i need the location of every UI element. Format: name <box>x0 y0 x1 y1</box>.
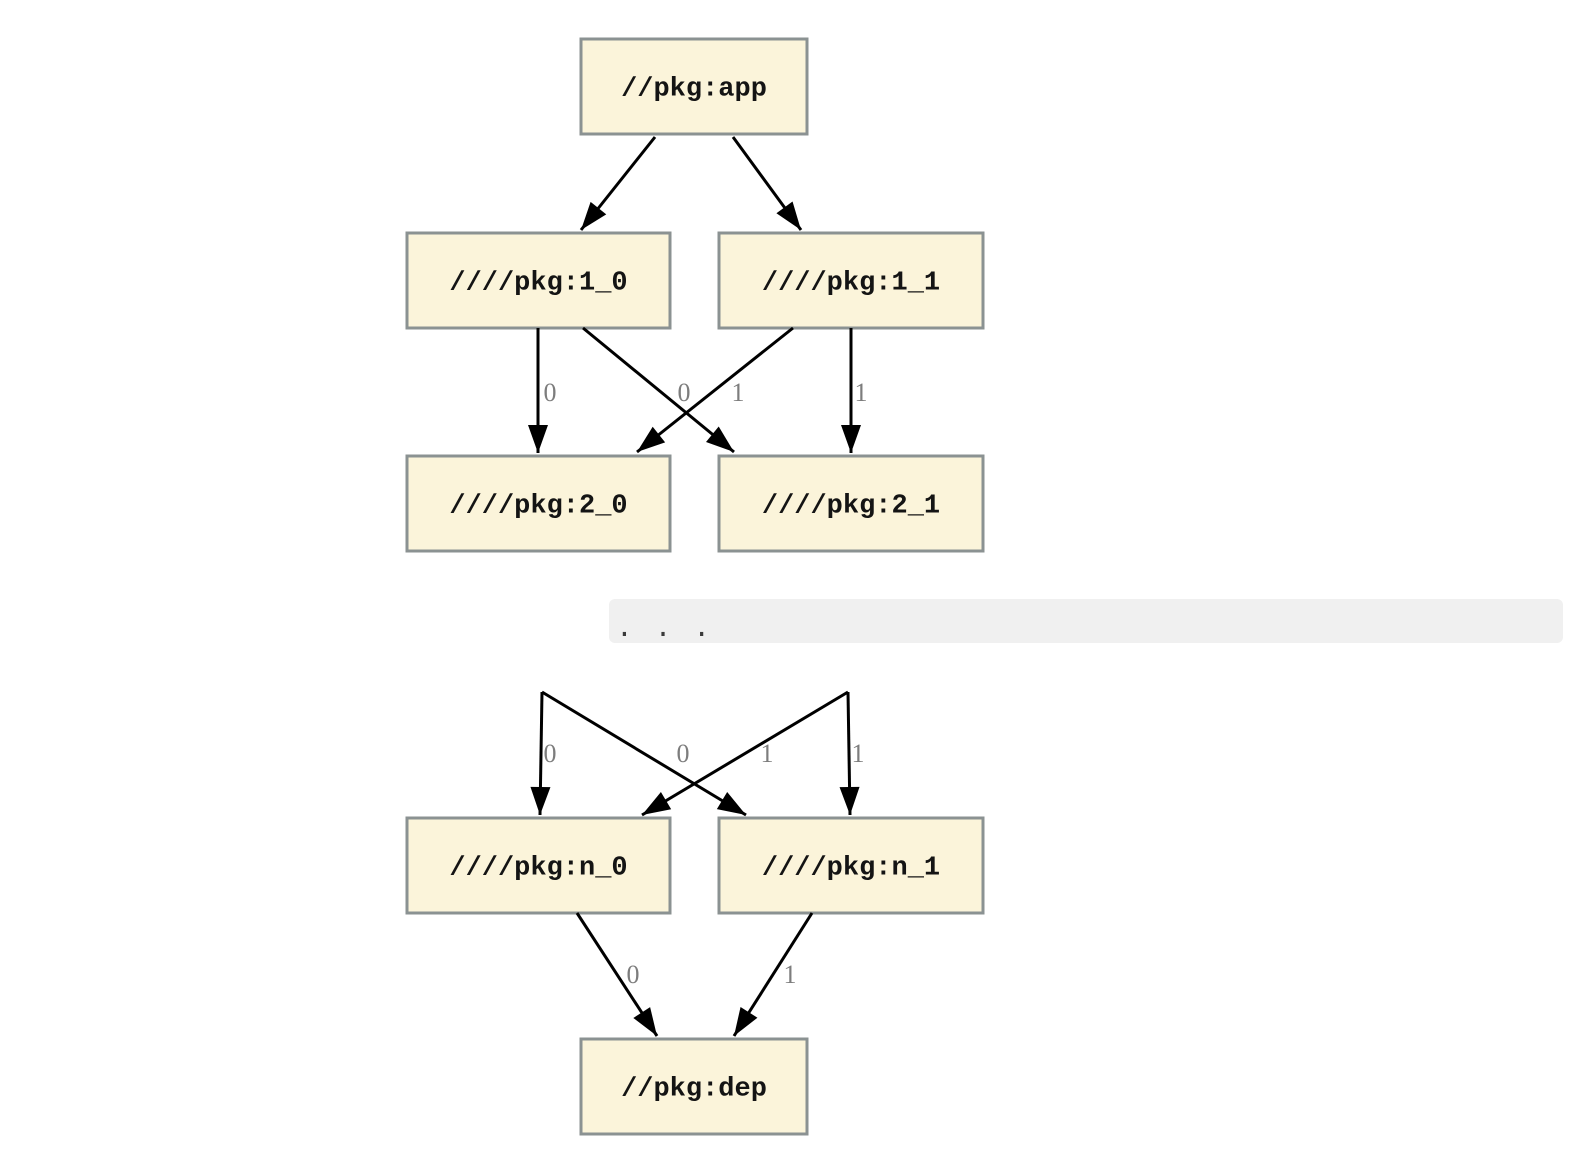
edge-label-l1-1-to-l2-1: 1 <box>855 378 868 407</box>
graph-node-label-ln-0: ////pkg:n_0 <box>449 854 627 884</box>
edge-label-hidden-0-to-ln-0: 0 <box>544 739 557 768</box>
ellipsis-text: . . . <box>616 614 713 645</box>
edge-label-l1-1-to-l2-0: 0 <box>678 378 691 407</box>
graph-node-l1-0 <box>405 231 672 330</box>
graph-node-ln-1 <box>717 816 985 915</box>
graph-node-label-l2-1: ////pkg:2_1 <box>762 492 940 522</box>
graph-node-label-l2-0: ////pkg:2_0 <box>449 492 627 522</box>
edge-ln-0-to-dep <box>575 912 659 1037</box>
graph-node-label-l1-1: ////pkg:1_1 <box>762 269 940 299</box>
edge-hidden-1-to-ln-1 <box>839 691 860 816</box>
edge-l1-1-to-l2-0 <box>636 326 794 454</box>
edge-label-hidden-1-to-ln-1: 1 <box>852 739 865 768</box>
graph-node-label-ln-1: ////pkg:n_1 <box>762 854 940 884</box>
edge-label-l1-0-to-l2-0: 0 <box>544 378 557 407</box>
edge-hidden-1-to-ln-0 <box>641 690 849 817</box>
edge-hidden-0-to-ln-1 <box>541 690 747 817</box>
edge-label-hidden-0-to-ln-1: 1 <box>761 739 774 768</box>
ellipsis-band <box>609 599 1563 643</box>
edge-label-l1-0-to-l2-1: 1 <box>732 378 745 407</box>
graph-node-label-l1-0: ////pkg:1_0 <box>449 269 627 299</box>
edge-ln-1-to-dep <box>732 912 814 1037</box>
graph-node-l2-1 <box>717 454 985 553</box>
graph-node-app <box>579 37 809 136</box>
edge-app-to-l1-1 <box>731 136 803 231</box>
edge-hidden-0-to-ln-0 <box>530 691 551 816</box>
graph-node-dep <box>579 1037 809 1136</box>
graph-node-l2-0 <box>405 454 672 553</box>
edge-app-to-l1-0 <box>579 136 657 231</box>
graph-node-label-dep: //pkg:dep <box>621 1075 767 1105</box>
edge-label-hidden-1-to-ln-0: 0 <box>677 739 690 768</box>
edge-label-ln-0-to-dep: 0 <box>627 960 640 989</box>
edge-l1-0-to-l2-1 <box>582 326 735 454</box>
graph-node-ln-0 <box>405 816 672 915</box>
graph-node-label-app: //pkg:app <box>621 75 767 105</box>
edge-label-ln-1-to-dep: 1 <box>784 960 797 989</box>
graph-node-l1-1 <box>717 231 985 330</box>
